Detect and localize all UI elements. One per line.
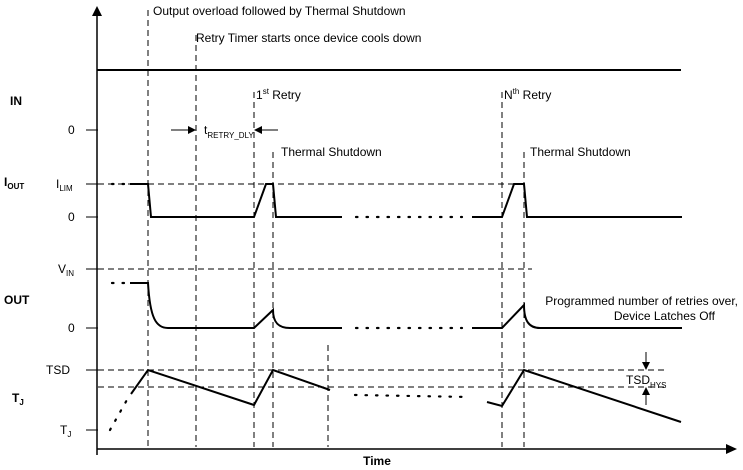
- label-vin: VIN: [58, 262, 74, 278]
- label-iout: IOUT: [4, 175, 24, 191]
- iout-waveform-first: [130, 183, 342, 218]
- out-waveform-last: [472, 302, 682, 329]
- tj-waveform-last: [486, 368, 682, 423]
- annotation-first-retry: 1st Retry: [256, 87, 301, 102]
- y-axis-arrow: [92, 6, 102, 16]
- out-waveform-first: [130, 282, 342, 329]
- annotation-overload: Output overload followed by Thermal Shut…: [153, 4, 406, 18]
- annotation-thermal-shutdown-2: Thermal Shutdown: [530, 145, 631, 159]
- label-in: IN: [10, 94, 22, 108]
- tj-waveform-first: [130, 368, 331, 407]
- label-ilim: ILIM: [56, 177, 73, 193]
- x-axis-arrow: [726, 444, 737, 454]
- label-out-zero: 0: [68, 321, 75, 335]
- label-iout-zero: 0: [68, 210, 75, 224]
- annotation-retry-dly: tRETRY_DLY: [204, 123, 254, 140]
- annotation-nth-retry: Nth Retry: [504, 87, 551, 102]
- annotation-retry-timer: Retry Timer starts once device cools dow…: [196, 31, 421, 45]
- annotation-latch-line1: Programmed number of retries over,: [545, 294, 738, 308]
- iout-waveform-last: [472, 183, 682, 218]
- label-tsd: TSD: [46, 363, 70, 377]
- x-axis-label: Time: [363, 454, 391, 468]
- annotation-thermal-shutdown-1: Thermal Shutdown: [281, 145, 382, 159]
- label-tj: TJ: [12, 391, 24, 407]
- annotation-latch-line2: Device Latches Off: [614, 309, 716, 323]
- tj-lead-dots: [108, 396, 130, 432]
- label-in-zero: 0: [68, 123, 75, 137]
- annotation-tsd-hys: TSDHYS: [626, 373, 666, 390]
- label-tj-level: TJ: [60, 423, 71, 439]
- label-out: OUT: [4, 293, 30, 307]
- tj-gap-dots: [353, 393, 472, 399]
